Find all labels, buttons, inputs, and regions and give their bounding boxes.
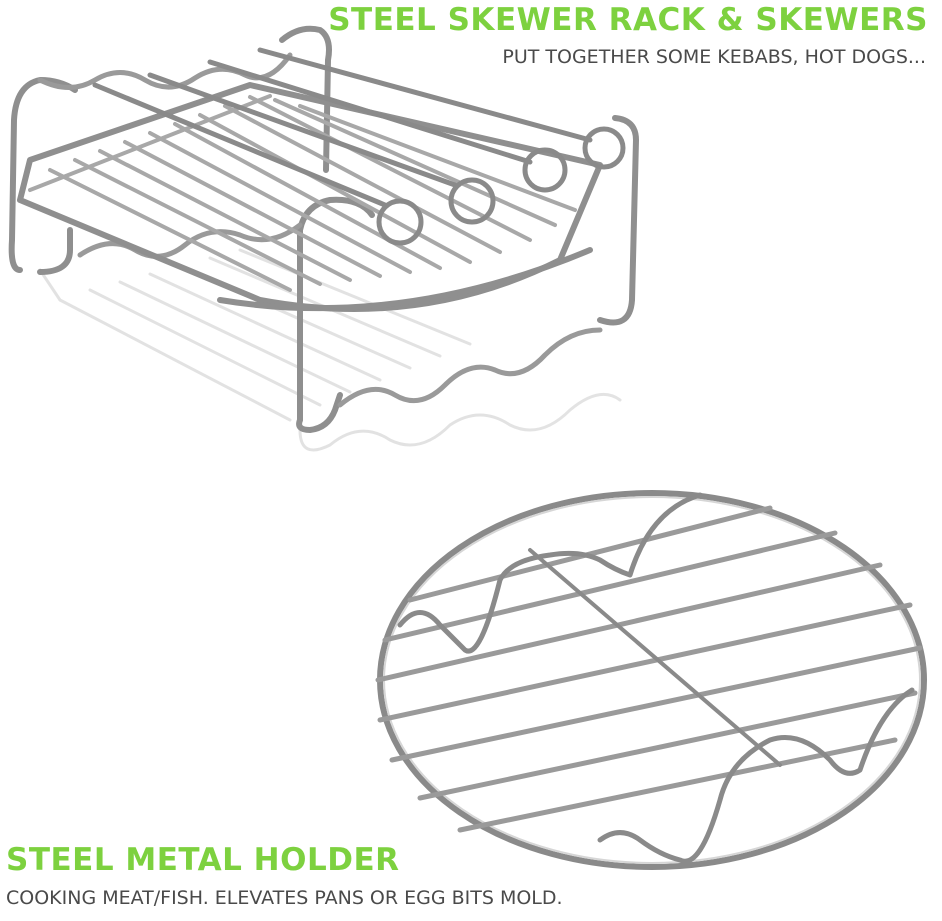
skewer-rack-image — [8, 25, 639, 452]
round-holder-image — [375, 490, 927, 870]
skewer-rack-frame — [8, 25, 639, 433]
skewer-set — [92, 47, 626, 246]
holder-subtitle: COOKING MEAT/FISH. ELEVATES PANS OR EGG … — [6, 887, 563, 909]
round-holder-ring — [377, 490, 927, 870]
round-holder-legs — [397, 492, 915, 864]
round-holder-crossbar — [528, 548, 782, 767]
holder-title: STEEL METAL HOLDER — [6, 842, 400, 878]
rack-subtitle: PUT TOGETHER SOME KEBABS, HOT DOGS... — [502, 46, 926, 68]
round-holder-wires — [375, 505, 923, 833]
rack-title: STEEL SKEWER RACK & SKEWERS — [328, 2, 928, 38]
skewer-rack-grill — [17, 82, 603, 312]
